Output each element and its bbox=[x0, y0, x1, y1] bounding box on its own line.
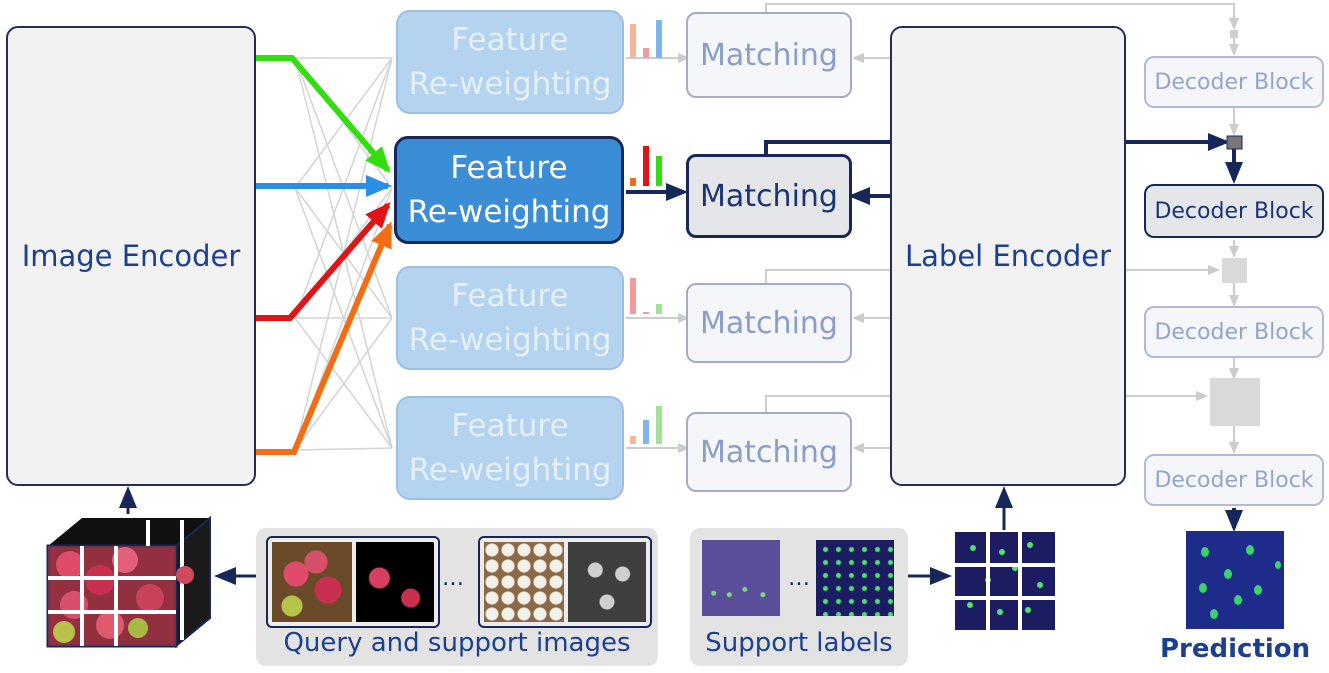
query-ellipsis: … bbox=[442, 566, 464, 591]
query-support-panel: … Query and support images bbox=[256, 528, 658, 666]
decoder-junction-3 bbox=[1222, 258, 1247, 283]
weight-bars bbox=[630, 20, 662, 444]
decoder-block-3: Decoder Block bbox=[1144, 306, 1324, 358]
green-arrow bbox=[256, 55, 391, 174]
decoder-block-2-label: Decoder Block bbox=[1154, 198, 1314, 224]
fr4-line2: Re-weighting bbox=[408, 452, 612, 488]
decoder-block-2-active: Decoder Block bbox=[1144, 184, 1324, 238]
matching-1-label: Matching bbox=[700, 37, 838, 73]
matching-1: Matching bbox=[686, 12, 852, 98]
fr4-line1: Feature bbox=[451, 408, 569, 444]
red-arrow bbox=[256, 201, 391, 321]
prediction-map bbox=[1186, 531, 1284, 629]
support-ellipsis: … bbox=[788, 566, 810, 591]
matching-2-label: Matching bbox=[700, 178, 838, 214]
weight-bar-4-2 bbox=[643, 420, 649, 444]
support-label-2 bbox=[816, 540, 894, 616]
image-cube bbox=[46, 515, 211, 649]
weight-bar-2-2 bbox=[643, 146, 649, 186]
matching-4: Matching bbox=[686, 412, 852, 492]
support-egg-image bbox=[484, 542, 564, 622]
feature-reweighting-1: Feature Re-weighting bbox=[396, 10, 624, 114]
image-encoder-box: Image Encoder bbox=[6, 26, 256, 486]
weight-bar-4-3 bbox=[656, 406, 662, 444]
query-apple-mask bbox=[356, 542, 434, 622]
support-labels-panel: … Support labels bbox=[690, 528, 908, 666]
decoder-block-4: Decoder Block bbox=[1144, 454, 1324, 506]
fr1-line2: Re-weighting bbox=[408, 66, 612, 102]
decoder-junction-1 bbox=[1230, 30, 1238, 38]
prediction-caption: Prediction bbox=[1160, 634, 1311, 664]
weight-bar-3-3 bbox=[656, 304, 662, 314]
weight-bar-1-3 bbox=[656, 20, 662, 58]
feature-reweighting-4: Feature Re-weighting bbox=[396, 396, 624, 500]
fr2-line2: Re-weighting bbox=[407, 194, 611, 230]
query-apple-image bbox=[272, 542, 352, 622]
fr3-line1: Feature bbox=[451, 278, 569, 314]
decoder-junction-2 bbox=[1226, 135, 1243, 150]
fr3-line2: Re-weighting bbox=[408, 322, 612, 358]
fr1-line1: Feature bbox=[451, 22, 569, 58]
matching-3: Matching bbox=[686, 283, 852, 363]
query-panel-caption: Query and support images bbox=[283, 628, 631, 658]
weight-bar-2-1 bbox=[630, 178, 636, 186]
decoder-block-1: Decoder Block bbox=[1144, 56, 1324, 108]
orange-arrow bbox=[256, 221, 393, 455]
decoder-block-3-label: Decoder Block bbox=[1154, 319, 1314, 345]
weight-bar-3-2 bbox=[643, 312, 649, 314]
label-encoder-label: Label Encoder bbox=[904, 239, 1112, 273]
query-pair-1 bbox=[266, 536, 440, 628]
fr2-line1: Feature bbox=[450, 150, 568, 186]
support-label-1 bbox=[702, 540, 780, 616]
weight-bar-1-1 bbox=[630, 24, 636, 58]
label-encoder-box: Label Encoder bbox=[890, 26, 1126, 486]
weight-bar-2-3 bbox=[656, 156, 662, 186]
decoder-block-4-label: Decoder Block bbox=[1154, 467, 1314, 493]
matching-2-active: Matching bbox=[686, 154, 852, 238]
label-grid-image bbox=[955, 532, 1055, 630]
feature-reweighting-2-active: Feature Re-weighting bbox=[394, 136, 624, 244]
weight-bar-1-2 bbox=[643, 48, 649, 58]
feature-reweighting-3: Feature Re-weighting bbox=[396, 266, 624, 370]
query-pair-2 bbox=[478, 536, 652, 628]
matching-3-label: Matching bbox=[700, 305, 838, 341]
decoder-junction-4 bbox=[1210, 378, 1260, 426]
weight-bar-4-1 bbox=[630, 436, 636, 444]
support-panel-caption: Support labels bbox=[705, 628, 893, 658]
weight-bar-3-1 bbox=[630, 278, 636, 314]
decoder-block-1-label: Decoder Block bbox=[1154, 69, 1314, 95]
support-egg-mask bbox=[568, 542, 646, 622]
image-encoder-label: Image Encoder bbox=[21, 239, 241, 273]
matching-4-label: Matching bbox=[700, 434, 838, 470]
